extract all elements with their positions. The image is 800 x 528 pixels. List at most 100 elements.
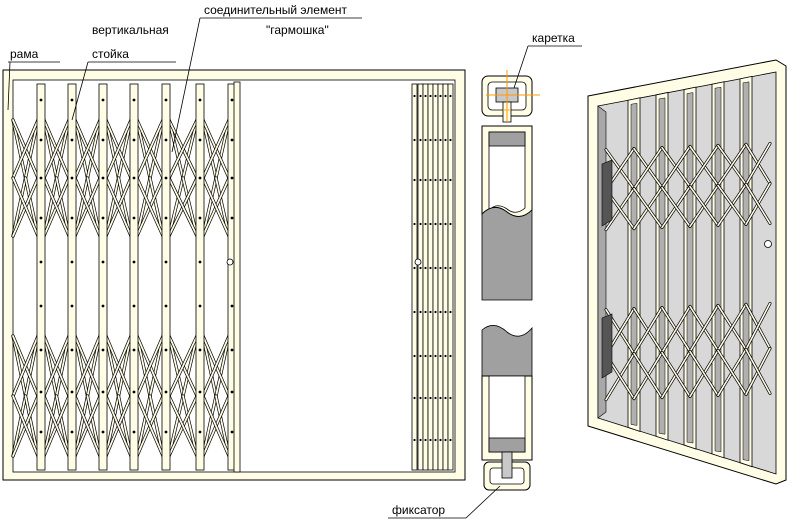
perspective-link bbox=[745, 348, 771, 395]
stack-rivet bbox=[439, 354, 442, 358]
lattice-link bbox=[43, 119, 70, 179]
stack-rivet bbox=[439, 222, 442, 226]
post-rivet bbox=[230, 304, 234, 308]
lattice-link bbox=[202, 177, 217, 237]
stack-rivet bbox=[413, 266, 416, 270]
perspective-link bbox=[689, 185, 719, 227]
stack-rivet bbox=[449, 310, 452, 314]
stack-rivet bbox=[419, 222, 422, 226]
stack-rivet bbox=[439, 266, 442, 270]
latch-plate-lower bbox=[601, 313, 613, 379]
post-rivet bbox=[164, 304, 168, 308]
post-rivet bbox=[132, 138, 136, 142]
post-rivet bbox=[39, 176, 43, 180]
stack-rivet bbox=[434, 438, 437, 442]
lattice-link bbox=[105, 119, 120, 179]
lattice-link bbox=[202, 119, 230, 179]
post-rivet bbox=[132, 216, 136, 220]
stack-rivet bbox=[424, 396, 427, 400]
post-rivet bbox=[230, 216, 234, 220]
lattice-link bbox=[105, 119, 132, 179]
lattice-link bbox=[43, 119, 58, 179]
lattice-link bbox=[215, 335, 230, 397]
lattice-link bbox=[149, 395, 164, 457]
lattice-link bbox=[74, 395, 89, 457]
lattice-link bbox=[86, 395, 101, 457]
post-rivet bbox=[132, 98, 136, 102]
lattice-link bbox=[202, 177, 230, 237]
post-rivet bbox=[39, 390, 43, 394]
lattice-link bbox=[202, 395, 230, 457]
handle-knob-left bbox=[226, 258, 234, 266]
post-rivet bbox=[39, 304, 43, 308]
stack-rivet bbox=[434, 94, 437, 98]
post-rivet bbox=[70, 348, 74, 352]
stack-rivet bbox=[444, 138, 447, 142]
label-connector-line2: "гармошка" bbox=[266, 23, 329, 37]
perspective-link bbox=[633, 306, 663, 355]
post-rivet bbox=[164, 138, 168, 142]
stack-rivet bbox=[444, 396, 447, 400]
perspective-link bbox=[745, 142, 771, 186]
post-rivet bbox=[164, 176, 168, 180]
stack-rivet bbox=[434, 310, 437, 314]
post-rivet bbox=[230, 390, 234, 394]
post-rivet bbox=[101, 176, 105, 180]
perspective-link bbox=[633, 352, 663, 399]
lattice-link bbox=[12, 119, 27, 179]
stack-rivet bbox=[424, 266, 427, 270]
post-rivet bbox=[39, 216, 43, 220]
stack-rivet bbox=[413, 438, 416, 442]
stack-rivet bbox=[449, 178, 452, 182]
lattice-link bbox=[149, 335, 164, 397]
lattice-link bbox=[117, 395, 132, 457]
folded-stack bbox=[411, 83, 454, 471]
stacked-post bbox=[411, 83, 418, 471]
stack-rivet bbox=[424, 138, 427, 142]
lattice-link bbox=[55, 335, 70, 397]
post-rivet bbox=[101, 98, 105, 102]
lattice-link bbox=[168, 395, 184, 457]
vertical-post bbox=[67, 83, 77, 471]
lattice-upper-band bbox=[11, 118, 231, 238]
stack-rivet bbox=[444, 354, 447, 358]
post-rivet bbox=[70, 98, 74, 102]
lattice-link bbox=[55, 177, 70, 237]
stack-rivet bbox=[429, 310, 432, 314]
stack-rivet bbox=[419, 354, 422, 358]
stack-rivet bbox=[413, 354, 416, 358]
stack-rivet bbox=[419, 438, 422, 442]
stack-rivet bbox=[444, 178, 447, 182]
lattice-link bbox=[43, 177, 58, 237]
stack-rivet bbox=[429, 354, 432, 358]
lattice-link bbox=[55, 395, 70, 457]
lattice-link bbox=[12, 177, 39, 237]
perspective-link bbox=[745, 302, 771, 351]
vertical-post bbox=[36, 83, 46, 471]
perspective-link bbox=[717, 143, 747, 187]
lattice-link bbox=[182, 395, 198, 457]
lattice-link bbox=[12, 335, 27, 397]
stack-rivet bbox=[434, 222, 437, 226]
label-post-line2: стойка bbox=[92, 47, 129, 61]
post-rivet bbox=[132, 304, 136, 308]
lattice-link bbox=[149, 177, 164, 237]
post-rivet bbox=[198, 430, 202, 434]
perspective-link bbox=[633, 146, 663, 190]
post-rivet bbox=[198, 98, 202, 102]
post-rivet bbox=[230, 138, 234, 142]
stack-rivet bbox=[419, 94, 422, 98]
post-rivet bbox=[70, 390, 74, 394]
post-rivet bbox=[39, 430, 43, 434]
stack-rivet bbox=[434, 354, 437, 358]
perspective-link bbox=[689, 144, 719, 188]
stack-rivet bbox=[429, 438, 432, 442]
post-rivet bbox=[132, 176, 136, 180]
post-rivet bbox=[164, 390, 168, 394]
post-rivet bbox=[101, 304, 105, 308]
lattice-link bbox=[202, 119, 217, 179]
perspective-link bbox=[717, 349, 747, 396]
lattice-link bbox=[74, 119, 101, 179]
lattice-link bbox=[215, 395, 230, 457]
